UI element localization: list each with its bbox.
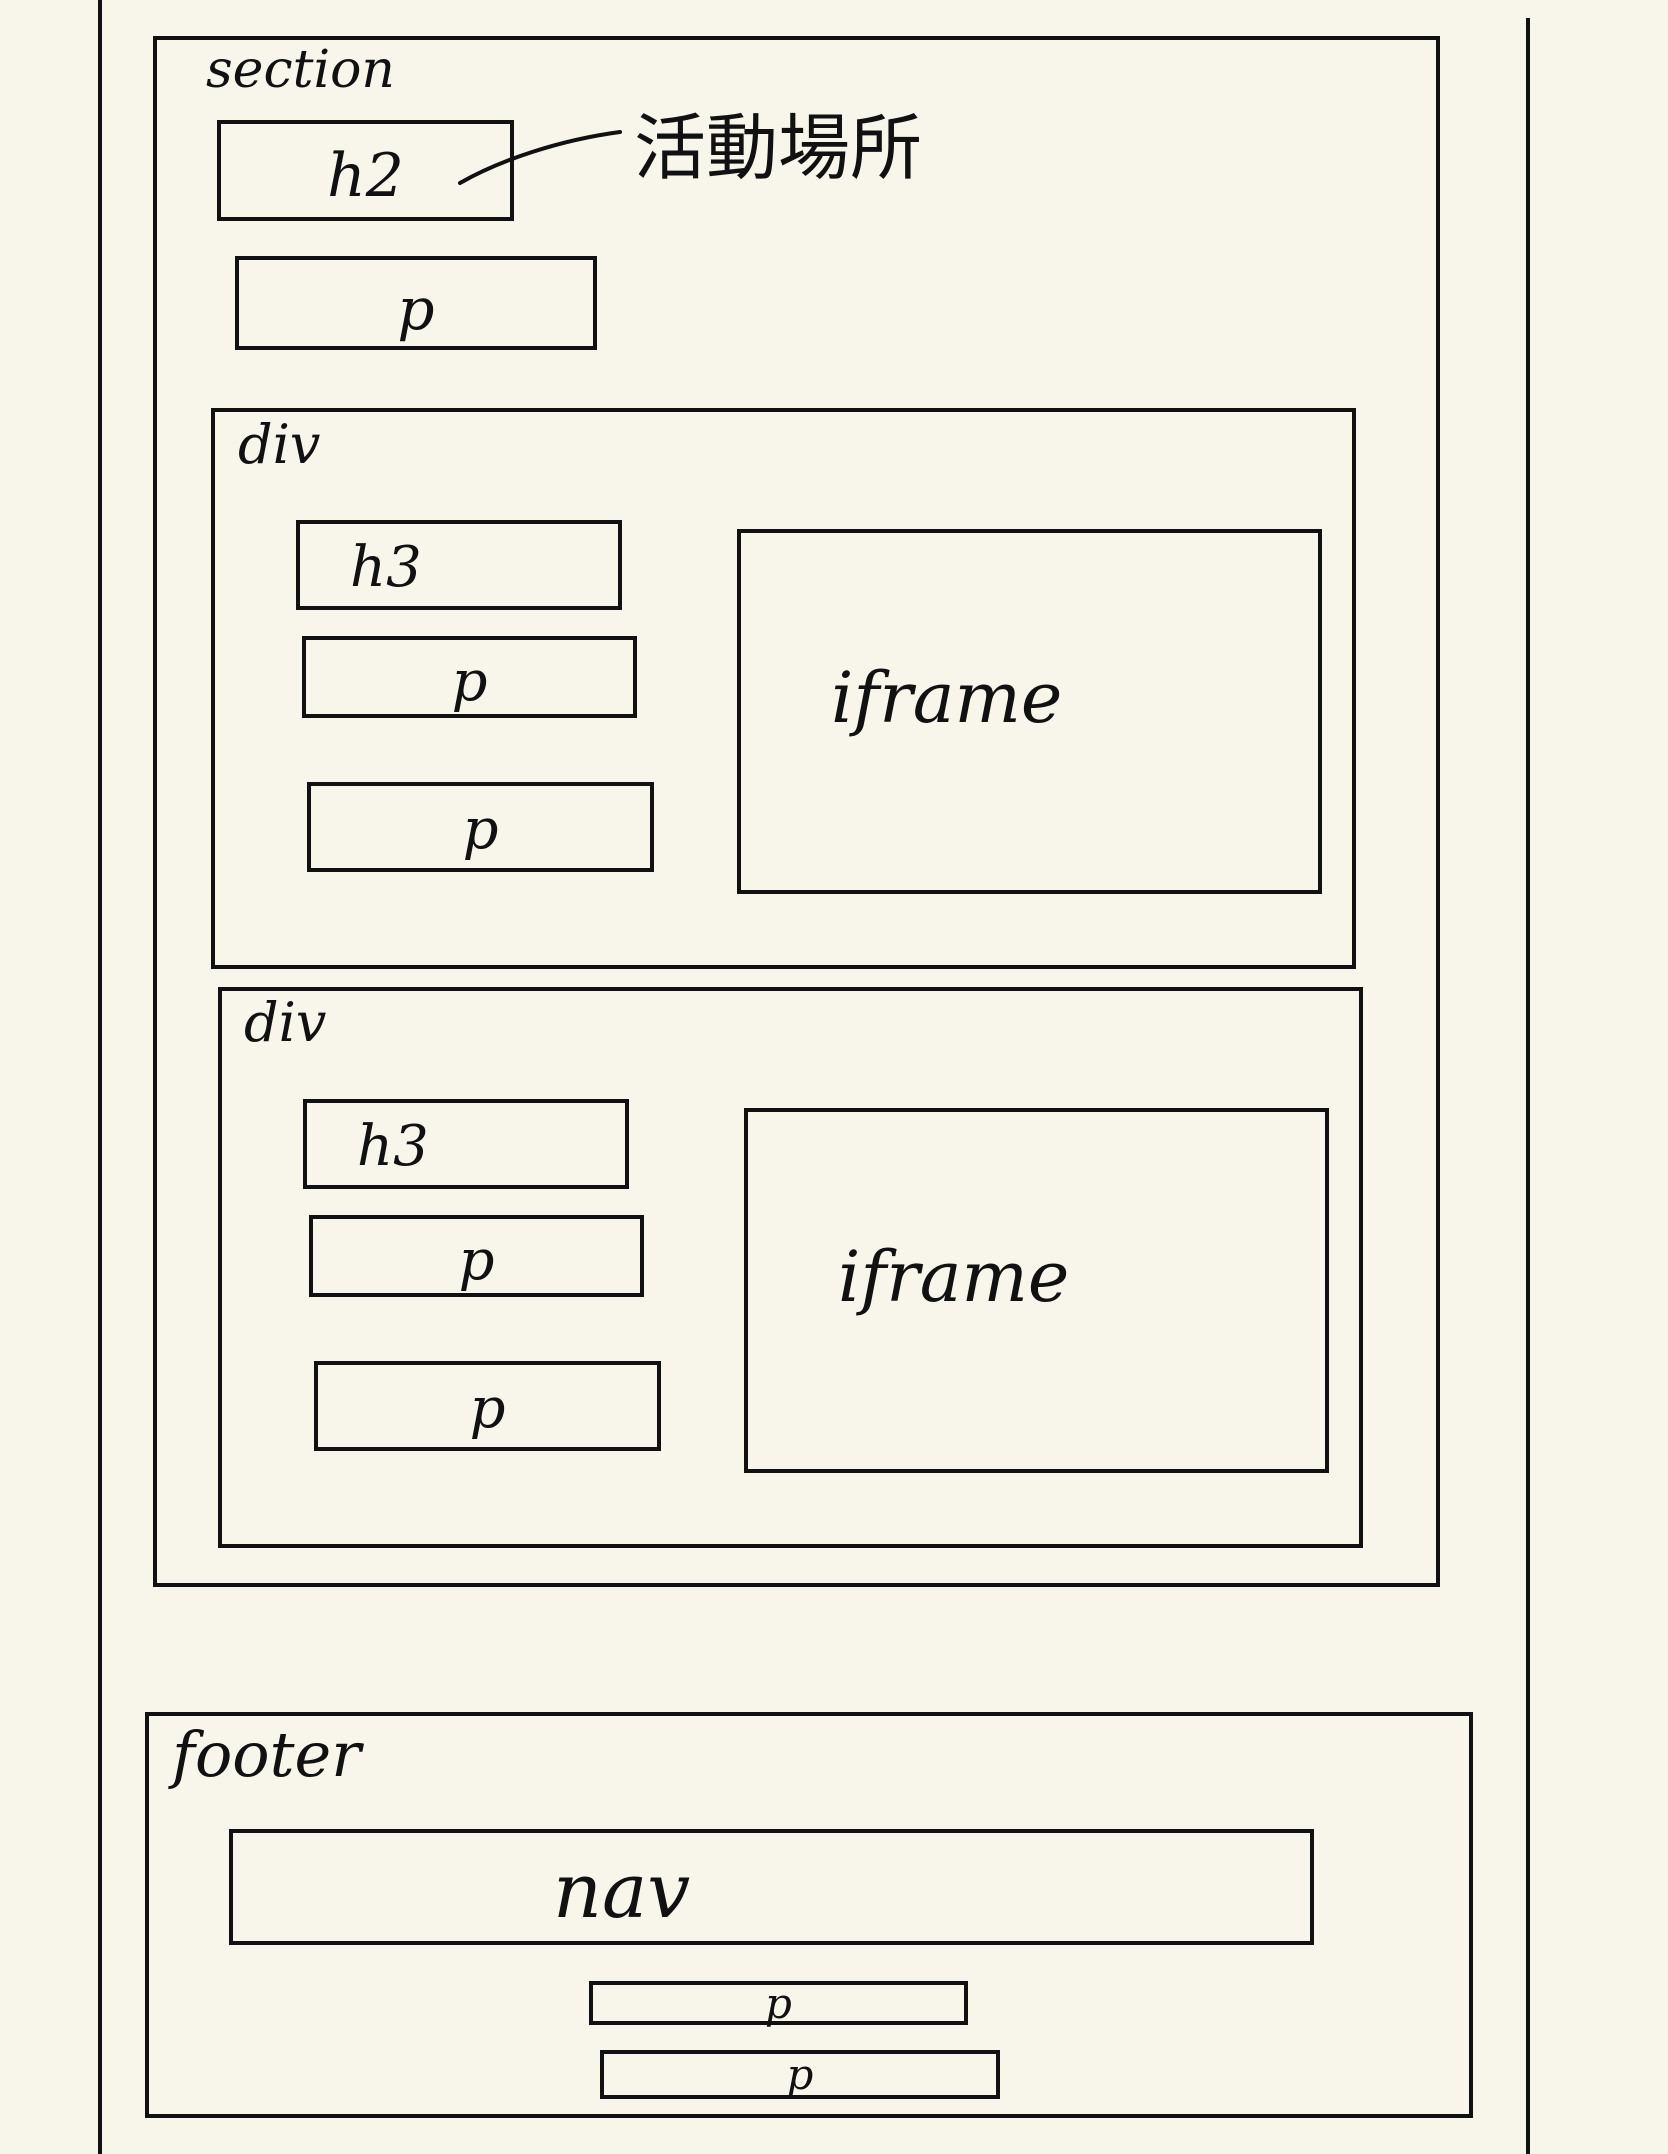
iframe-box-1: iframe (737, 529, 1322, 894)
p-label-1b: p (462, 797, 499, 862)
footer-box (145, 1712, 1473, 2118)
footer-p-box-1: p (589, 1981, 968, 2025)
footer-p-label-1: p (765, 1979, 792, 2028)
div-label-2: div (244, 991, 327, 1054)
page-right-edge (1526, 18, 1530, 2154)
p-box: p (235, 256, 597, 350)
h3-box-2: h3 (303, 1099, 629, 1189)
p-box-2b: p (314, 1361, 661, 1451)
p-label-2a: p (458, 1228, 495, 1293)
iframe-label-1: iframe (831, 657, 1063, 739)
nav-box: nav (229, 1829, 1314, 1945)
section-box (153, 36, 1440, 1587)
footer-p-label-2: p (786, 2050, 814, 2099)
h3-label-2: h3 (357, 1114, 429, 1179)
p-label: p (397, 275, 435, 343)
p-box-1a: p (302, 636, 637, 718)
footer-label: footer (172, 1718, 361, 1791)
iframe-label-2: iframe (838, 1236, 1070, 1318)
page-left-edge (98, 0, 102, 2154)
h2-box: h2 (217, 120, 514, 221)
div-box-2 (218, 987, 1363, 1548)
section-label: section (206, 40, 395, 100)
p-label-2b: p (469, 1376, 506, 1441)
p-box-2a: p (309, 1215, 644, 1297)
p-box-1b: p (307, 782, 654, 872)
div-box-1 (211, 408, 1356, 969)
h3-label-1: h3 (350, 535, 422, 600)
h3-box-1: h3 (296, 520, 622, 610)
h2-annotation: 活動場所 (634, 106, 923, 190)
p-label-1a: p (451, 649, 488, 714)
nav-label: nav (553, 1846, 691, 1935)
footer-p-box-2: p (600, 2050, 1000, 2099)
h2-label: h2 (327, 141, 404, 211)
iframe-box-2: iframe (744, 1108, 1329, 1473)
div-label-1: div (238, 413, 321, 476)
